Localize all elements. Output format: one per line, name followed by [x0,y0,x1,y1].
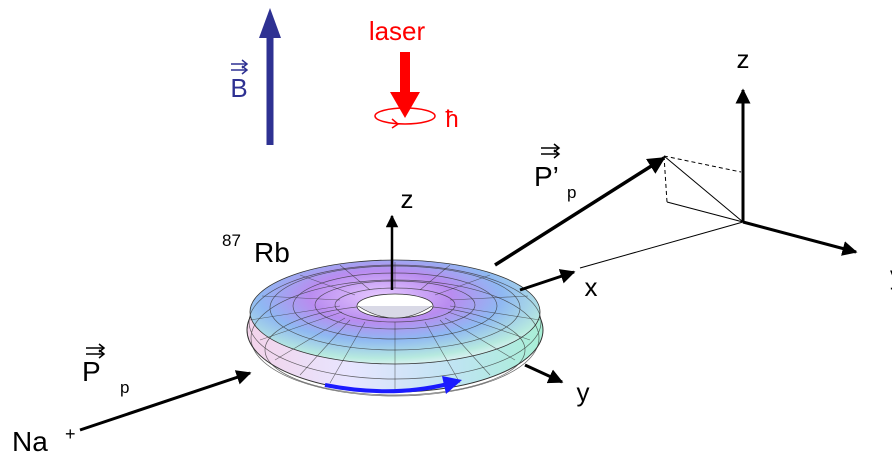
rotation-arrow [324,376,462,394]
laser-label: laser [369,16,426,46]
torus-z-label: z [401,184,414,214]
rb-element-symbol: Rb [254,237,290,268]
ion-label: Na + [12,424,76,457]
hbar-label: ħ [445,106,458,133]
rb-mass-number: 87 [222,231,241,250]
rb-torus [246,259,544,397]
incoming-momentum-label: P p [82,343,129,397]
p-symbol: P [82,356,101,387]
projection-lines [663,155,744,223]
magnetic-field-arrow [259,8,281,145]
torus-x-label: x [585,272,598,302]
frame-x-line [579,221,744,269]
outgoing-momentum-label: P’ p [534,143,576,202]
torus-y-label: y [577,377,590,407]
p-subscript: p [120,378,129,397]
ion-symbol: Na [12,426,48,457]
ion-charge: + [65,424,76,444]
rb-label: 87 Rb [222,231,290,268]
laser-arrow [390,52,420,118]
circular-polarization-icon [374,107,436,129]
frame-y-axis [742,220,858,256]
torus-y-axis [524,363,564,384]
field-symbol: B [230,73,247,103]
incoming-momentum-arrow [79,370,252,432]
torus-x-axis [519,269,576,292]
p-prime-symbol: P’ [534,161,559,192]
p-prime-subscript: p [567,183,576,202]
reference-frame [579,88,858,269]
outgoing-momentum-arrow [494,156,666,267]
field-label: B [230,59,249,103]
frame-y-label: y [890,260,892,290]
frame-z-label: z [737,44,750,74]
